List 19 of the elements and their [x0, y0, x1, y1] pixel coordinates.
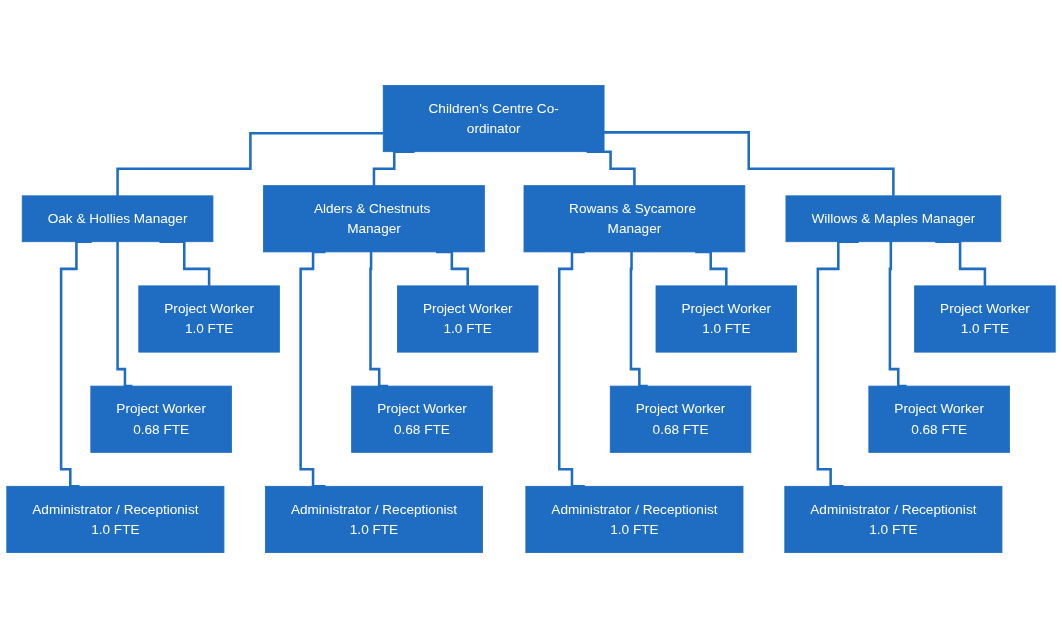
connector — [299, 250, 326, 488]
node-box: Administrator / Receptionist 1.0 FTE — [264, 485, 483, 553]
node-box: Project Worker 0.68 FTE — [609, 385, 752, 453]
node-box: Children's Centre Co-ordinator — [382, 85, 605, 153]
node-box: Administrator / Receptionist 1.0 FTE — [6, 485, 225, 553]
node-box: Project Worker 1.0 FTE — [397, 285, 539, 353]
node-box: Project Worker 1.0 FTE — [138, 285, 280, 353]
node-box: Project Worker 1.0 FTE — [655, 285, 798, 353]
node-box: Project Worker 0.68 FTE — [868, 385, 1010, 453]
node-box: Rowans & Sycamore Manager — [523, 185, 746, 253]
node-box: Project Worker 0.68 FTE — [90, 385, 232, 453]
node-box: Administrator / Receptionist 1.0 FTE — [784, 485, 1003, 553]
node-box: Oak & Hollies Manager — [21, 195, 214, 243]
node-box: Willows & Maples Manager — [785, 195, 1002, 243]
connector — [557, 250, 585, 488]
node-box: Project Worker 1.0 FTE — [914, 285, 1056, 353]
node-box: Administrator / Receptionist 1.0 FTE — [525, 485, 744, 553]
node-box: Project Worker 0.68 FTE — [351, 385, 493, 453]
node-box: Alders & Chestnuts Manager — [263, 185, 485, 253]
